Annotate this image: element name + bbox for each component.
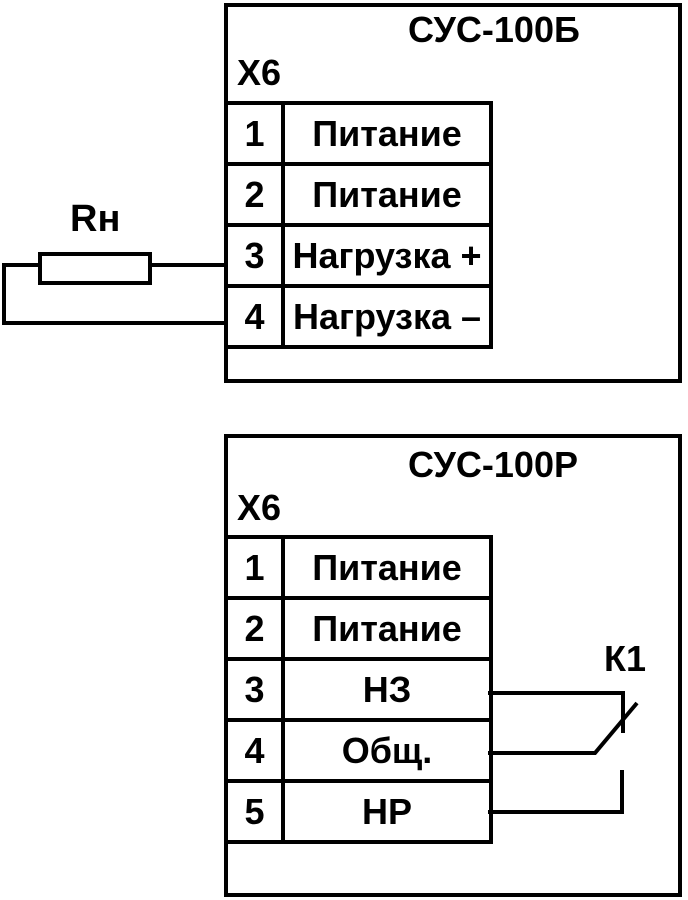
table-row: 4 Нагрузка – <box>224 284 493 349</box>
pin-number: 4 <box>224 284 285 349</box>
pin-number: 1 <box>224 101 285 166</box>
pin-label: НР <box>281 779 493 844</box>
device-title-sus-100r: СУС-100Р <box>408 444 578 485</box>
pin-label: Питание <box>281 596 493 661</box>
pin-number: 4 <box>224 718 285 783</box>
pin-number: 2 <box>224 596 285 661</box>
table-row: 2 Питание <box>224 162 493 227</box>
pin-table-sus-100r: 1 Питание 2 Питание 3 НЗ 4 Общ. 5 НР <box>224 535 493 844</box>
table-row: 2 Питание <box>224 596 493 661</box>
relay-contact-symbol <box>488 691 639 814</box>
wire-return-to-pin4 <box>2 321 226 325</box>
pin-label: Питание <box>281 535 493 600</box>
table-row: 1 Питание <box>224 101 493 166</box>
relay-common-arm <box>488 701 639 755</box>
load-resistor-symbol <box>38 252 152 285</box>
pin-label: Нагрузка + <box>281 223 493 288</box>
connector-label-x6-top: Х6 <box>237 52 282 93</box>
table-row: 5 НР <box>224 779 493 844</box>
load-resistor-label: Rн <box>70 198 121 240</box>
pin-number: 3 <box>224 223 285 288</box>
pin-number: 3 <box>224 657 285 722</box>
pin-label: Питание <box>281 162 493 227</box>
relay-no-wire <box>488 770 624 814</box>
pin-number: 2 <box>224 162 285 227</box>
wire-resistor-left <box>2 263 40 267</box>
table-row: 4 Общ. <box>224 718 493 783</box>
table-row: 3 НЗ <box>224 657 493 722</box>
pin-number: 1 <box>224 535 285 600</box>
relay-contact-label: К1 <box>604 638 646 679</box>
connector-label-x6-bottom: Х6 <box>237 487 282 528</box>
table-row: 1 Питание <box>224 535 493 600</box>
pin-number: 5 <box>224 779 285 844</box>
pin-label: Питание <box>281 101 493 166</box>
wire-left-vertical <box>2 263 6 325</box>
device-title-sus-100b: СУС-100Б <box>408 9 580 50</box>
pin-table-sus-100b: 1 Питание 2 Питание 3 Нагрузка + 4 Нагру… <box>224 101 493 349</box>
pin-label: Общ. <box>281 718 493 783</box>
wire-resistor-to-pin3 <box>150 263 226 267</box>
table-row: 3 Нагрузка + <box>224 223 493 288</box>
pin-label: Нагрузка – <box>281 284 493 349</box>
pin-label: НЗ <box>281 657 493 722</box>
relay-nc-wire <box>488 691 625 733</box>
